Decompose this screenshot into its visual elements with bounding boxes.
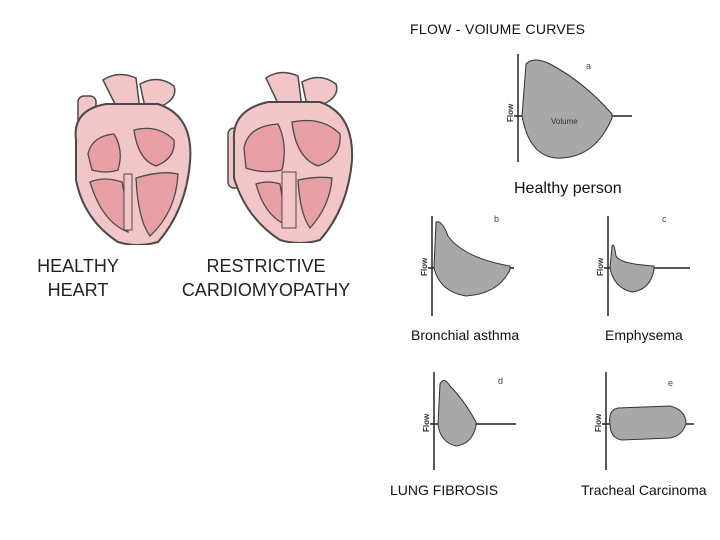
restrictive-heart-caption: RESTRICTIVE CARDIOMYOPATHY	[168, 254, 364, 302]
curve-e-caption: Tracheal Carcinoma	[581, 482, 707, 498]
curve-e-tracheal-carcinoma: Flow e	[594, 372, 694, 470]
curve-a-volume-label: Volume	[551, 117, 578, 126]
curve-a-flow-label: Flow	[506, 103, 515, 122]
curve-c-caption: Emphysema	[605, 327, 683, 343]
curve-b-letter: b	[494, 214, 499, 224]
curve-b-bronchial-asthma: Flow b	[420, 214, 514, 316]
healthy-heart-illustration	[74, 73, 192, 245]
curve-b-caption: Bronchial asthma	[411, 327, 520, 343]
curve-c-emphysema: Flow c	[596, 214, 690, 316]
curve-c-flow-label: Flow	[596, 257, 605, 276]
curve-d-caption: LUNG FIBROSIS	[390, 482, 499, 498]
diagram-title: FLOW - VOlUME CURVES	[410, 21, 586, 37]
curve-a-caption: Healthy person	[514, 180, 622, 197]
healthy-heart-caption-line2: HEART	[47, 280, 109, 300]
curve-d-letter: d	[498, 376, 503, 386]
curve-d-flow-label: Flow	[422, 413, 431, 432]
curve-c-letter: c	[662, 214, 667, 224]
curve-e-flow-label: Flow	[594, 413, 603, 432]
curve-e-letter: e	[668, 378, 673, 388]
curve-a-healthy: Flow Volume a	[506, 54, 632, 162]
restrictive-heart-caption-line2: CARDIOMYOPATHY	[181, 280, 351, 300]
curve-a-letter: a	[586, 61, 591, 71]
curve-b-flow-label: Flow	[420, 257, 429, 276]
healthy-heart-caption: HEALTHY HEART	[28, 254, 128, 302]
curve-d-lung-fibrosis: Flow d	[422, 372, 516, 470]
restrictive-heart-illustration	[227, 71, 354, 243]
restrictive-heart-caption-line1: RESTRICTIVE	[206, 256, 326, 276]
healthy-heart-caption-line1: HEALTHY	[37, 256, 119, 276]
